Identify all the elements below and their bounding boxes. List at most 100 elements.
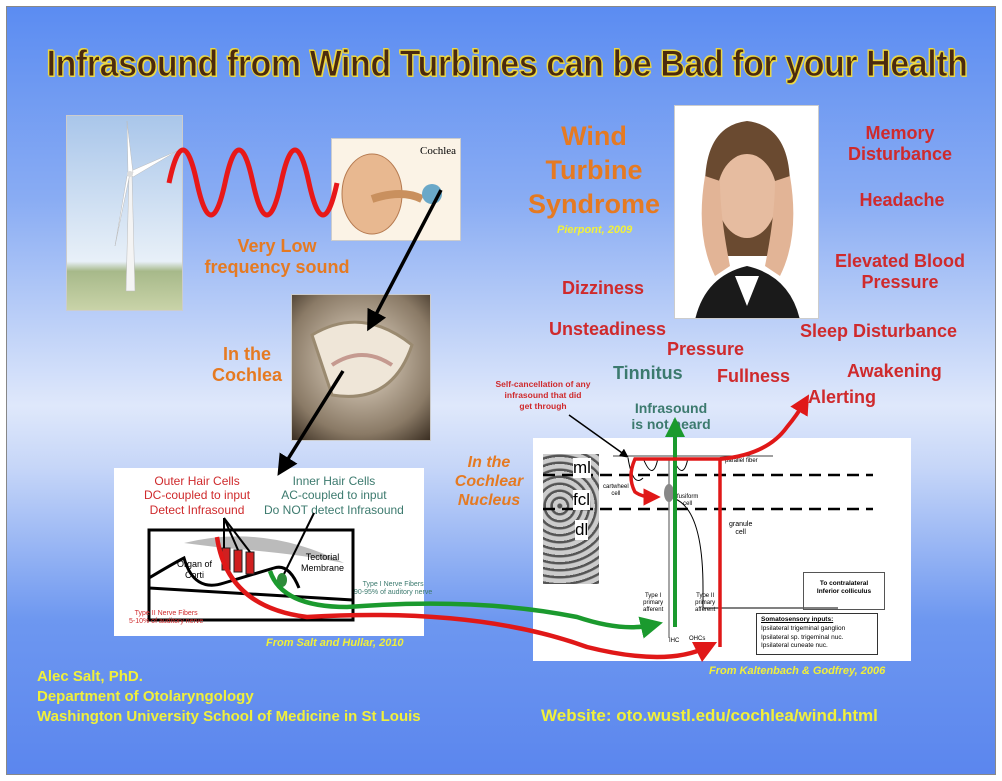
self-cancellation-note: Self-cancellation of any infrasound that…: [483, 379, 603, 412]
text-line: Outer Hair Cells: [154, 474, 240, 488]
text-line: Membrane: [301, 562, 345, 573]
text-line: fusiform: [677, 494, 699, 500]
infrasound-not-heard: Infrasound is not heard: [616, 400, 726, 432]
tectorial-membrane-label: Tectorial Membrane: [301, 552, 344, 574]
inner-hair-cells-label: Inner Hair Cells AC-coupled to input Do …: [264, 474, 404, 517]
cochlea-photo: [291, 294, 431, 441]
text-line: Type II Nerve Fibers: [134, 610, 198, 617]
text-line: Organ of: [177, 559, 213, 569]
text-line: Infrasound: [634, 400, 708, 416]
outer-hair-cells-label: Outer Hair Cells DC-coupled to input Det…: [144, 474, 250, 517]
text-line: Memory: [865, 123, 935, 143]
symptom-fullness: Fullness: [717, 366, 791, 386]
text-line: Disturbance: [847, 143, 953, 164]
layer-ml: ml: [573, 458, 591, 479]
website-link[interactable]: Website: oto.wustl.edu/cochlea/wind.html: [541, 706, 878, 725]
poster: Infrasound from Wind Turbines can be Bad…: [6, 6, 996, 775]
text-line: cell: [611, 491, 621, 498]
layer-fcl: fcl: [573, 490, 590, 511]
ihc-label: IHC: [669, 638, 680, 644]
text-line: cartwheel: [603, 484, 629, 490]
text-line: Ipsilateral trigeminal ganglion: [761, 624, 846, 632]
infrasound-wave: [166, 147, 340, 218]
text-line: Corti: [185, 569, 205, 580]
text-line: Type I Nerve Fibers: [362, 581, 424, 588]
text-line: Somatosensory inputs:: [761, 616, 834, 623]
poster-title: Infrasound from Wind Turbines can be Bad…: [46, 43, 968, 85]
sound-label-line: Very Low: [237, 236, 317, 256]
text-line: In the: [467, 454, 511, 471]
symptom-alerting: Alerting: [808, 387, 877, 407]
symptom-dizziness: Dizziness: [562, 278, 645, 298]
headache-woman-photo: [674, 105, 819, 319]
hair-cell-diagram: Outer Hair Cells DC-coupled to input Det…: [114, 468, 432, 636]
type2-fibers-label: Type II Nerve Fibers 5-10% of auditory n…: [129, 610, 203, 627]
cochlea-caption-line: Cochlea: [211, 364, 283, 385]
text-line: Type I: [644, 593, 662, 599]
type1-fibers-label: Type I Nerve Fibers 90-95% of auditory n…: [354, 581, 432, 598]
text-line: Tectorial: [305, 552, 340, 562]
text-line: 90-95% of auditory nerve: [354, 589, 433, 597]
author-department: Department of Otolaryngology: [37, 687, 254, 705]
symptom-headache: Headache: [859, 190, 945, 210]
symptom-awakening: Awakening: [847, 361, 942, 381]
symptom-memory-disturbance: Memory Disturbance: [830, 123, 970, 164]
symptom-tinnitus: Tinnitus: [613, 363, 683, 383]
kaltenbach-citation: From Kaltenbach & Godfrey, 2006: [709, 665, 886, 677]
text-line: primary: [643, 600, 664, 607]
parallel-fiber-label: parallel fiber: [725, 458, 758, 464]
author-institution: Washington University School of Medicine…: [37, 707, 421, 725]
text-line: Do NOT detect Infrasound: [264, 502, 404, 517]
wind-turbine-icon: [114, 120, 178, 292]
author-name: Alec Salt, PhD.: [37, 668, 143, 685]
sound-label: Very Low frequency sound: [197, 236, 357, 277]
pierpont-citation: Pierpont, 2009: [557, 224, 633, 236]
author-block: Alec Salt, PhD. Department of Otolaryngo…: [37, 667, 421, 727]
text-line: To contralateral: [819, 580, 869, 587]
text-line: Wind: [561, 121, 627, 151]
text-line: primary: [695, 600, 716, 607]
text-line: Type II: [696, 593, 715, 599]
somatosensory-box: Somatosensory inputs: Ipsilateral trigem…: [756, 613, 878, 655]
text-line: Cochlear: [454, 473, 524, 491]
syndrome-title: Wind Turbine Syndrome: [514, 120, 674, 221]
text-line: DC-coupled to input: [144, 488, 251, 503]
layer-dl: dl: [575, 520, 589, 541]
text-line: cell: [683, 501, 693, 508]
cochlea-caption: In the Cochlea: [197, 344, 297, 385]
text-line: Ipsilateral sp. trigeminal nuc.: [761, 633, 844, 641]
text-line: afferent: [695, 607, 716, 614]
text-line: Syndrome: [527, 188, 661, 219]
text-line: is not heard: [631, 416, 711, 433]
text-line: AC-coupled to input: [281, 488, 387, 503]
text-line: Pressure: [861, 271, 939, 292]
organ-of-corti-label: Organ of Corti: [177, 559, 212, 581]
text-line: afferent: [643, 607, 664, 614]
cochlear-nucleus-label: In the Cochlear Nucleus: [439, 453, 539, 511]
text-line: cell: [735, 529, 746, 537]
ohcs-label: OHCs: [689, 636, 706, 642]
text-line: Self-cancellation of any: [495, 379, 591, 389]
sound-label-line: frequency sound: [204, 256, 350, 277]
text-line: Inferior colliculus: [816, 588, 872, 596]
cochlea-label: Cochlea: [420, 145, 457, 157]
cochlea-icon: [422, 184, 442, 204]
salt-hullar-citation: From Salt and Hullar, 2010: [266, 637, 404, 649]
cochlea-caption-line: In the: [223, 344, 271, 364]
text-line: Ipsilateral cuneate nuc.: [761, 642, 828, 650]
ear-anatomy-image: Cochlea: [331, 138, 461, 241]
symptom-pressure: Pressure: [667, 339, 745, 359]
text-line: granule: [729, 521, 753, 528]
text-line: Nucleus: [457, 492, 521, 510]
text-line: get through: [519, 401, 567, 412]
text-line: infrasound that did: [504, 390, 582, 401]
text-line: Detect Infrasound: [149, 502, 245, 517]
symptom-unsteadiness: Unsteadiness: [549, 319, 667, 339]
symptom-sleep-disturbance: Sleep Disturbance: [800, 321, 958, 341]
